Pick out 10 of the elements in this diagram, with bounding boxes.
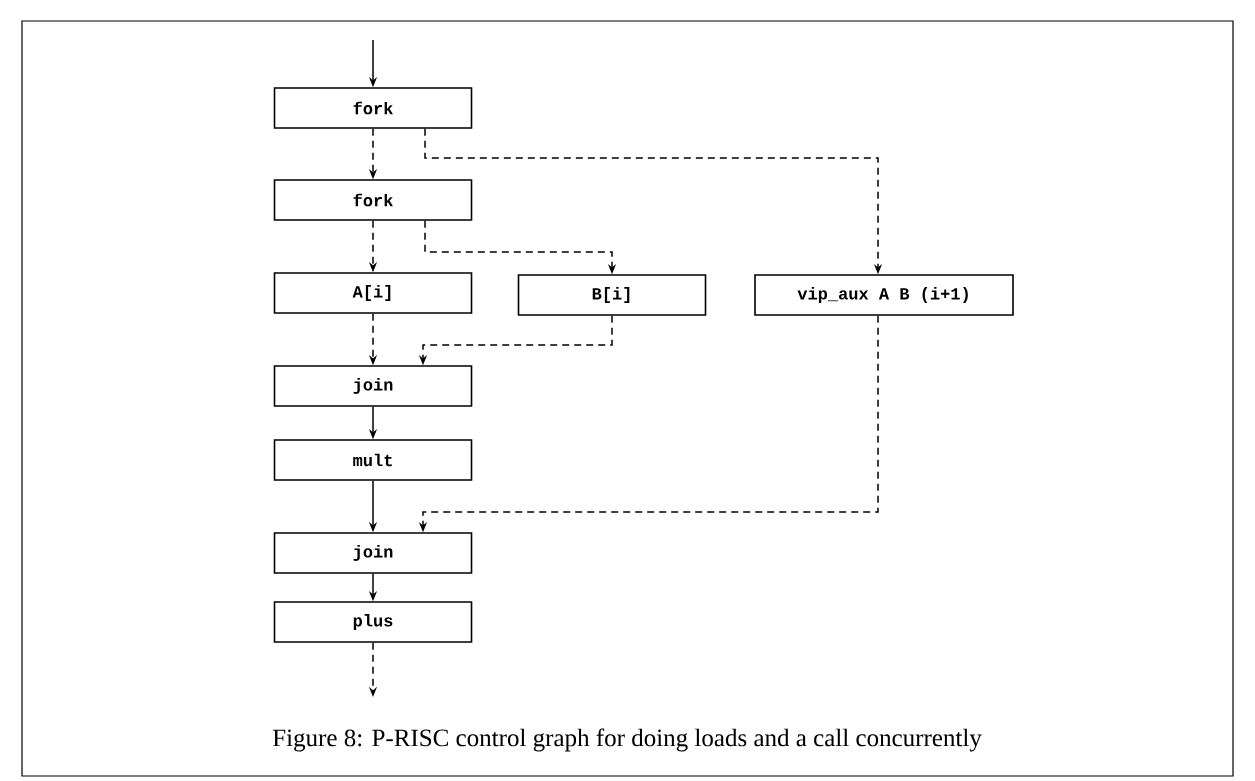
process-box: vip_aux A B (i+1) — [754, 274, 1014, 316]
process-box: A[i] — [273, 272, 473, 314]
process-box: mult — [273, 439, 473, 481]
process-box: fork — [273, 179, 473, 221]
process-box: join — [273, 532, 473, 574]
process-box: B[i] — [517, 274, 707, 316]
process-box: fork — [273, 87, 473, 129]
process-box: join — [273, 365, 473, 407]
caption: Figure 8: P-RISC control graph for doing loads and a call concurrently — [272, 728, 982, 752]
process-box: plus — [273, 601, 473, 643]
